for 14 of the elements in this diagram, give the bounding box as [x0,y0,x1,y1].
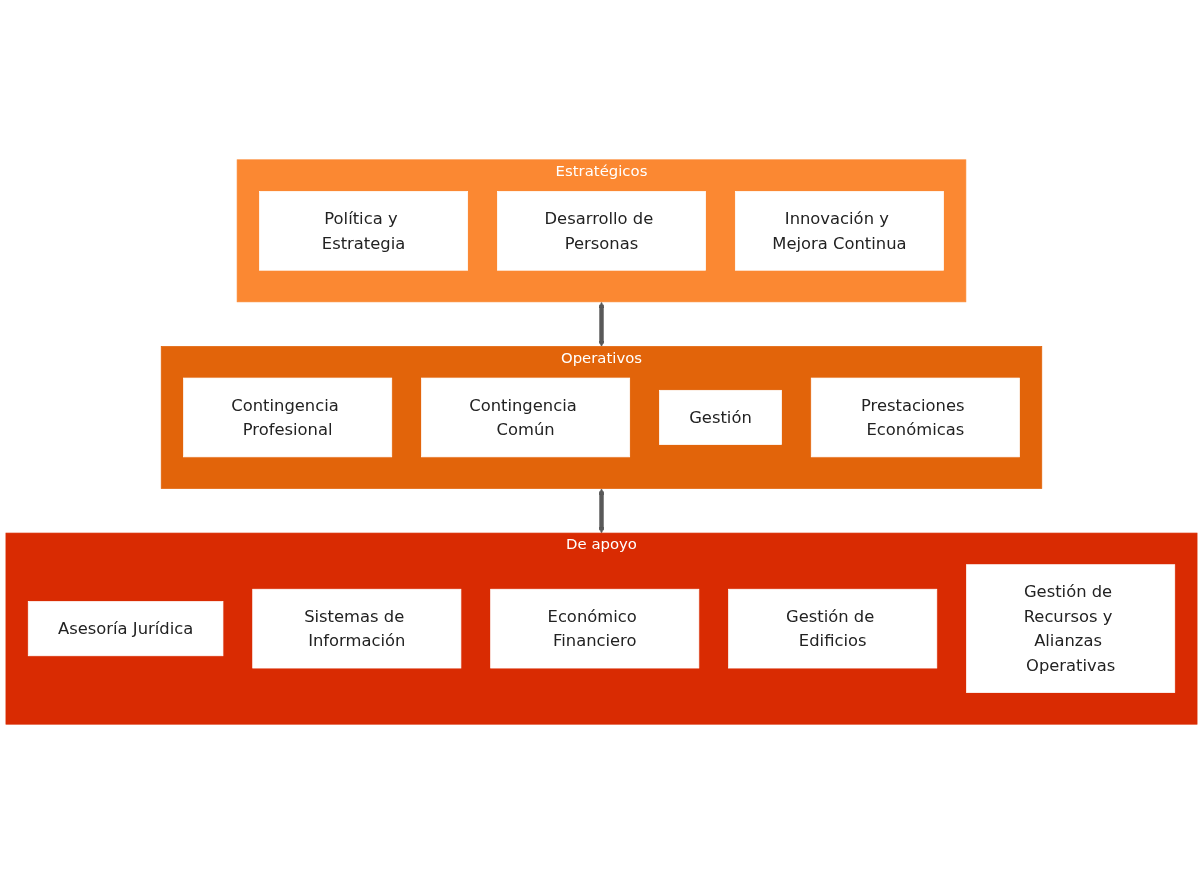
node-box: Contingencia Común [421,377,631,458]
node-box: Sistemas de Información [252,588,462,669]
node-box: Gestión de Edificios [728,588,938,669]
node-box: Contingencia Profesional [183,377,393,458]
arrow [598,488,605,534]
node-box: Política y Estrategia [259,191,469,271]
node-box: Gestión [659,389,782,445]
arrow [598,301,605,347]
node-box: Económico Financiero [490,588,700,669]
node-box: Asesoría Jurídica [27,601,224,657]
node-box: Gestión de Recursos y Alianzas Operativas [966,564,1176,693]
node-box: Desarrollo de Personas [497,191,706,271]
node-box: Prestaciones Económicas [810,377,1020,458]
node-box: Innovación y Mejora Continua [734,191,944,271]
